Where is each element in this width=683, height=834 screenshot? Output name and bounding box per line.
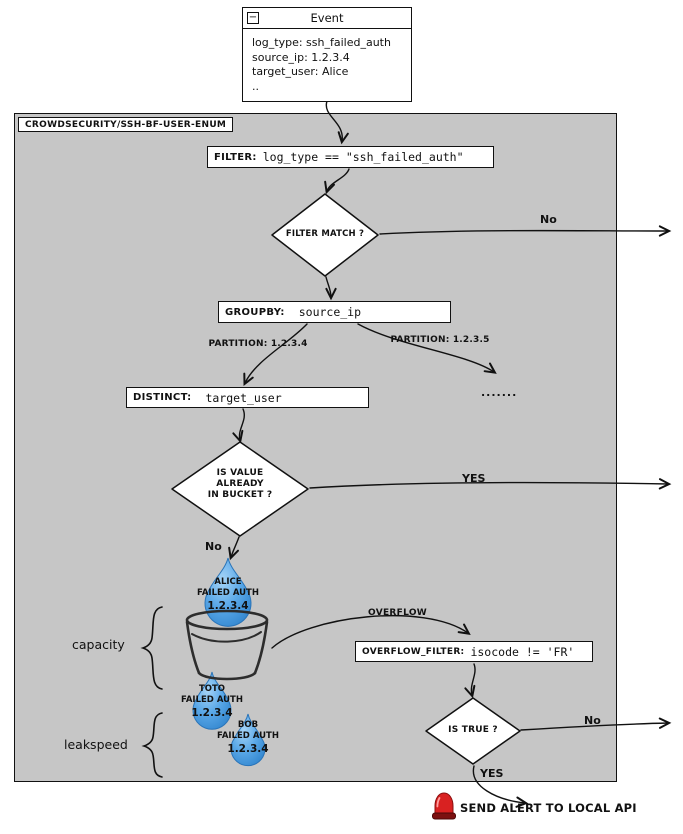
collapse-icon[interactable]: −: [247, 12, 259, 24]
alert-label: SEND ALERT TO LOCAL API: [460, 801, 637, 815]
in-bucket-decision: IS VALUE ALREADY IN BUCKET ?: [178, 468, 302, 501]
in-bucket-line-2: ALREADY: [216, 479, 264, 489]
partition-right-ellipsis: .......: [481, 386, 518, 399]
distinct-node: DISTINCT: target_user: [126, 387, 369, 408]
is-true-no-label: No: [584, 714, 601, 727]
groupby-key: source_ip: [298, 305, 362, 319]
event-field-ellipsis: ..: [252, 79, 259, 93]
overflow-edge-label: OVERFLOW: [368, 608, 427, 618]
partition-right-label: PARTITION: 1.2.3.5: [390, 335, 490, 345]
drop-bob-ip: 1.2.3.4: [227, 743, 269, 755]
overflow-filter-node: OVERFLOW_FILTER: isocode != 'FR': [355, 641, 593, 662]
event-field-log-type: log_type: ssh_failed_auth: [252, 36, 391, 49]
partition-left-label: PARTITION: 1.2.3.4: [208, 339, 308, 349]
groupby-node: GROUPBY: source_ip: [218, 301, 451, 323]
alert-action: SEND ALERT TO LOCAL API: [432, 790, 637, 826]
siren-icon: [432, 790, 456, 826]
filter-expression: log_type == "ssh_failed_auth": [262, 150, 464, 164]
drop-alice-event: FAILED AUTH: [197, 588, 259, 598]
drop-toto-event: FAILED AUTH: [181, 695, 243, 705]
capacity-label: capacity: [72, 637, 125, 652]
in-bucket-line-1: IS VALUE: [216, 468, 264, 478]
groupby-label: GROUPBY:: [225, 306, 285, 318]
drop-bob-event: FAILED AUTH: [217, 731, 279, 741]
drop-toto-ip: 1.2.3.4: [191, 707, 233, 719]
leakspeed-label: leakspeed: [64, 737, 128, 752]
in-bucket-no-label: No: [205, 540, 222, 553]
drop-toto-name: TOTO: [198, 684, 226, 694]
distinct-label: DISTINCT:: [133, 392, 192, 403]
is-true-yes-label: YES: [480, 767, 504, 780]
overflow-filter-expression: isocode != 'FR': [470, 644, 575, 659]
drop-bob-name: BOB: [237, 720, 259, 730]
filter-node: FILTER: log_type == "ssh_failed_auth": [207, 146, 494, 168]
filter-label: FILTER:: [214, 151, 257, 163]
filter-match-decision: FILTER MATCH ?: [285, 229, 365, 239]
event-header: − Event: [243, 8, 411, 29]
event-title: Event: [310, 11, 344, 25]
event-field-target-user: target_user: Alice: [252, 65, 349, 78]
drop-alice: ALICE FAILED AUTH 1.2.3.4: [188, 577, 268, 613]
drop-bob: BOB FAILED AUTH 1.2.3.4: [208, 720, 288, 756]
scenario-panel: [14, 113, 617, 782]
scenario-label: CROWDSECURITY/SSH-BF-USER-ENUM: [18, 117, 234, 132]
is-true-decision: IS TRUE ?: [448, 725, 498, 735]
event-body: log_type: ssh_failed_auth source_ip: 1.2…: [243, 29, 411, 94]
distinct-key: target_user: [205, 390, 282, 405]
event-node: − Event log_type: ssh_failed_auth source…: [242, 7, 412, 102]
drop-toto: TOTO FAILED AUTH 1.2.3.4: [172, 684, 252, 720]
drop-alice-name: ALICE: [214, 577, 242, 587]
drop-alice-ip: 1.2.3.4: [207, 600, 249, 612]
in-bucket-line-3: IN BUCKET ?: [207, 490, 273, 500]
overflow-filter-label: OVERFLOW_FILTER:: [362, 646, 465, 657]
event-field-source-ip: source_ip: 1.2.3.4: [252, 50, 350, 64]
filter-match-no-label: No: [540, 213, 557, 226]
in-bucket-yes-label: YES: [462, 472, 486, 485]
